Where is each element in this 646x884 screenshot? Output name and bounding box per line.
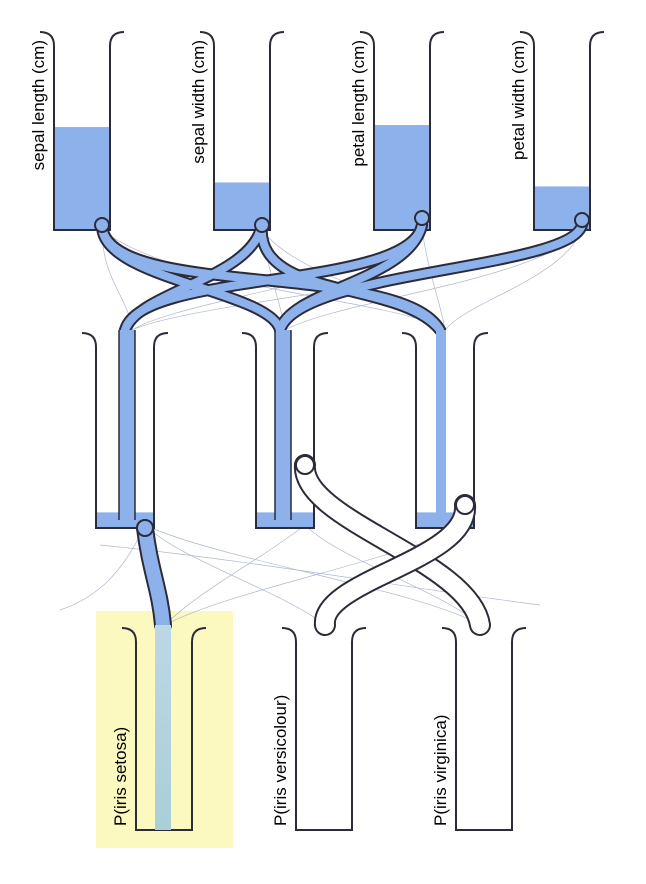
output-cup-3 <box>441 627 527 831</box>
input-cup-3-outline <box>359 31 445 231</box>
output-label-3: P(iris virginica) <box>431 715 450 826</box>
strong-links-layer1 <box>95 219 588 336</box>
hidden-tubes <box>118 330 446 520</box>
input-label-1: sepal length (cm) <box>29 40 48 170</box>
input-cup-4 <box>519 31 605 231</box>
input-cup-1-fill <box>54 127 110 230</box>
strong-links-layer2 <box>136 454 491 636</box>
input-cup-1-outline <box>39 31 125 231</box>
output-label-2: P(iris versicolour) <box>271 695 290 826</box>
output-label-1: P(iris setosa) <box>111 727 130 826</box>
hidden-cup-1-outline <box>81 332 169 529</box>
hidden-cup-2-outline <box>241 332 329 529</box>
input-cup-2-outline <box>199 31 285 231</box>
hidden-cup-2 <box>241 332 329 529</box>
connector-knobs <box>94 210 590 537</box>
input-cup-1 <box>39 31 125 231</box>
input-cup-2 <box>199 31 285 231</box>
input-cup-4-outline <box>519 31 605 231</box>
output-cup-2 <box>281 627 367 831</box>
input-label-2: sepal width (cm) <box>189 40 208 164</box>
input-cup-3 <box>359 31 445 231</box>
setosa-fill-tube <box>155 625 171 830</box>
input-label-3: petal length (cm) <box>349 40 368 167</box>
input-label-4: petal width (cm) <box>509 40 528 160</box>
output-cup-2-outline <box>281 627 367 831</box>
labels-group: sepal length (cm) sepal width (cm) petal l… <box>29 40 528 826</box>
output-cup-3-outline <box>441 627 527 831</box>
hidden-cup-2-fill <box>256 512 314 528</box>
